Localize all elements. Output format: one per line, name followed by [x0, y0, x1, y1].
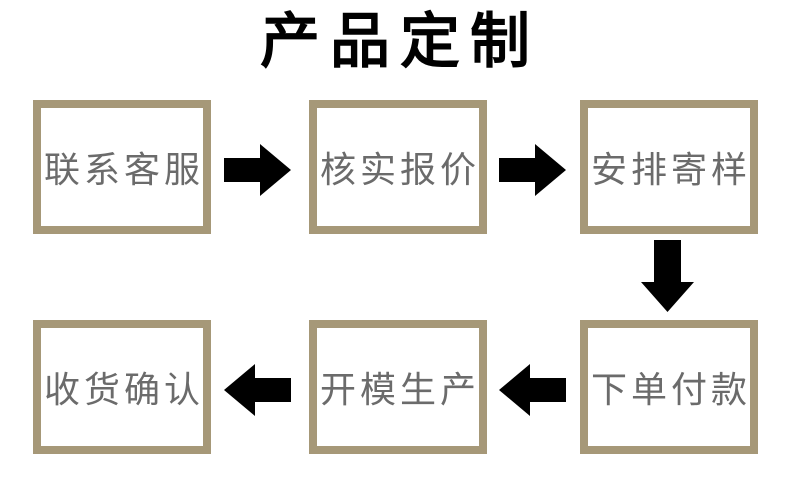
step-place-order-pay: 下单付款	[580, 320, 758, 454]
step-label: 开模生产	[320, 370, 481, 411]
step-label: 安排寄样	[591, 150, 752, 191]
page-title: 产品定制	[260, 7, 540, 77]
step-verify-quote: 核实报价	[309, 100, 487, 234]
step-confirm-receipt: 收货确认	[33, 320, 211, 454]
step-label: 联系客服	[44, 150, 205, 191]
step-mold-production: 开模生产	[309, 320, 487, 454]
step-arrange-sample: 安排寄样	[580, 100, 758, 234]
arrow-right-icon	[499, 144, 566, 196]
step-label: 收货确认	[44, 370, 205, 411]
arrow-down-icon	[641, 240, 694, 312]
arrow-left-icon	[224, 364, 291, 416]
step-label: 下单付款	[591, 370, 752, 411]
arrow-left-icon	[499, 364, 566, 416]
step-label: 核实报价	[320, 150, 481, 191]
step-contact-service: 联系客服	[33, 100, 211, 234]
arrow-right-icon	[224, 144, 291, 196]
